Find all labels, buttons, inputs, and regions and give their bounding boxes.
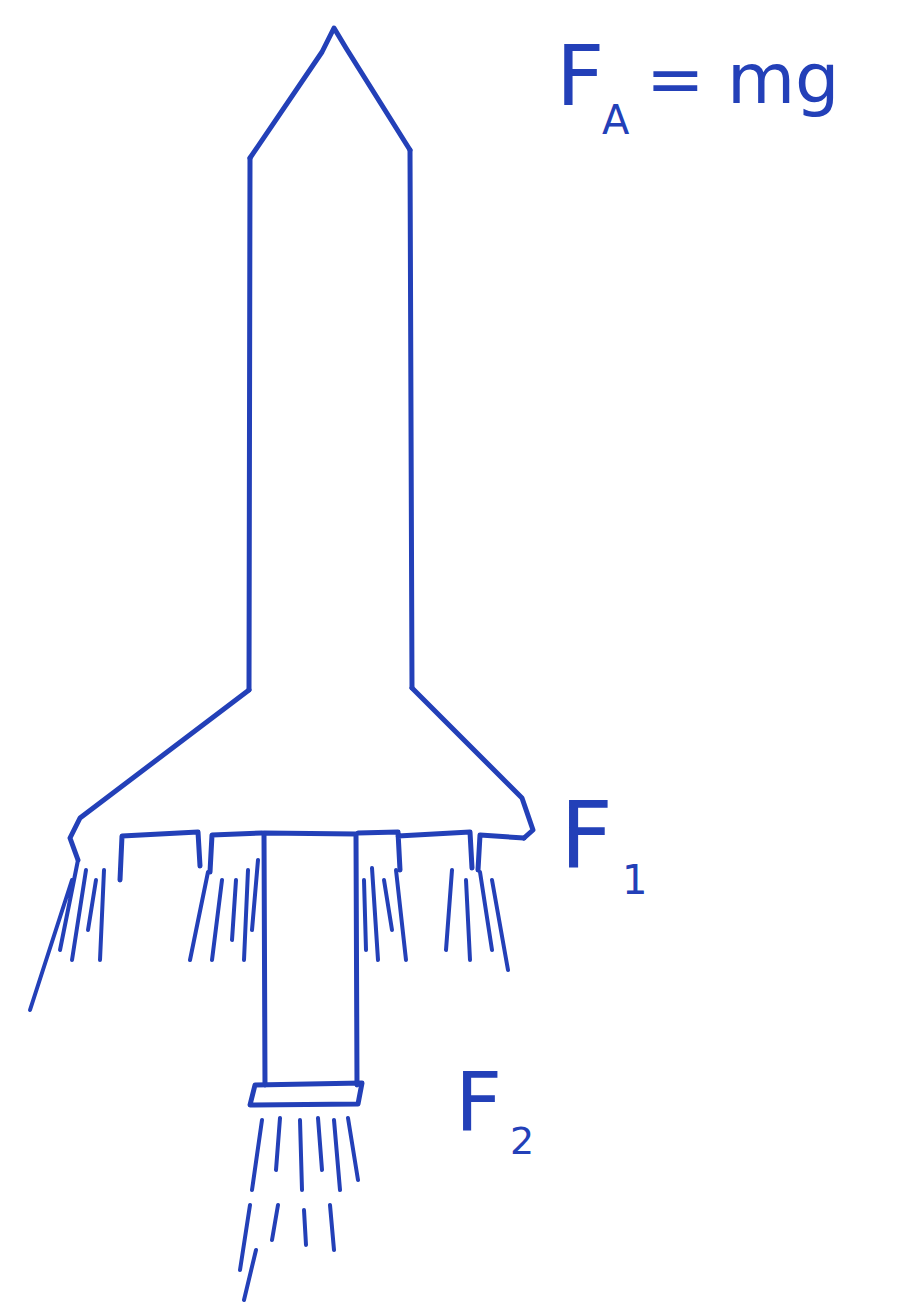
force-subscript: A xyxy=(602,100,629,140)
force-symbol: F xyxy=(556,34,604,118)
force-subscript: 1 xyxy=(622,860,647,900)
force-symbol: F xyxy=(455,1062,502,1144)
engine-nozzle xyxy=(250,1083,362,1105)
force-subscript: 2 xyxy=(510,1122,534,1160)
rocket-base xyxy=(120,832,524,880)
engine-column xyxy=(264,833,357,1085)
force-equation: = mg xyxy=(646,44,840,114)
rocket-nose xyxy=(250,28,410,158)
exhaust-side xyxy=(30,860,508,1010)
rocket-body xyxy=(249,150,412,690)
force-symbol: F xyxy=(560,790,613,882)
exhaust-main xyxy=(240,1118,358,1300)
